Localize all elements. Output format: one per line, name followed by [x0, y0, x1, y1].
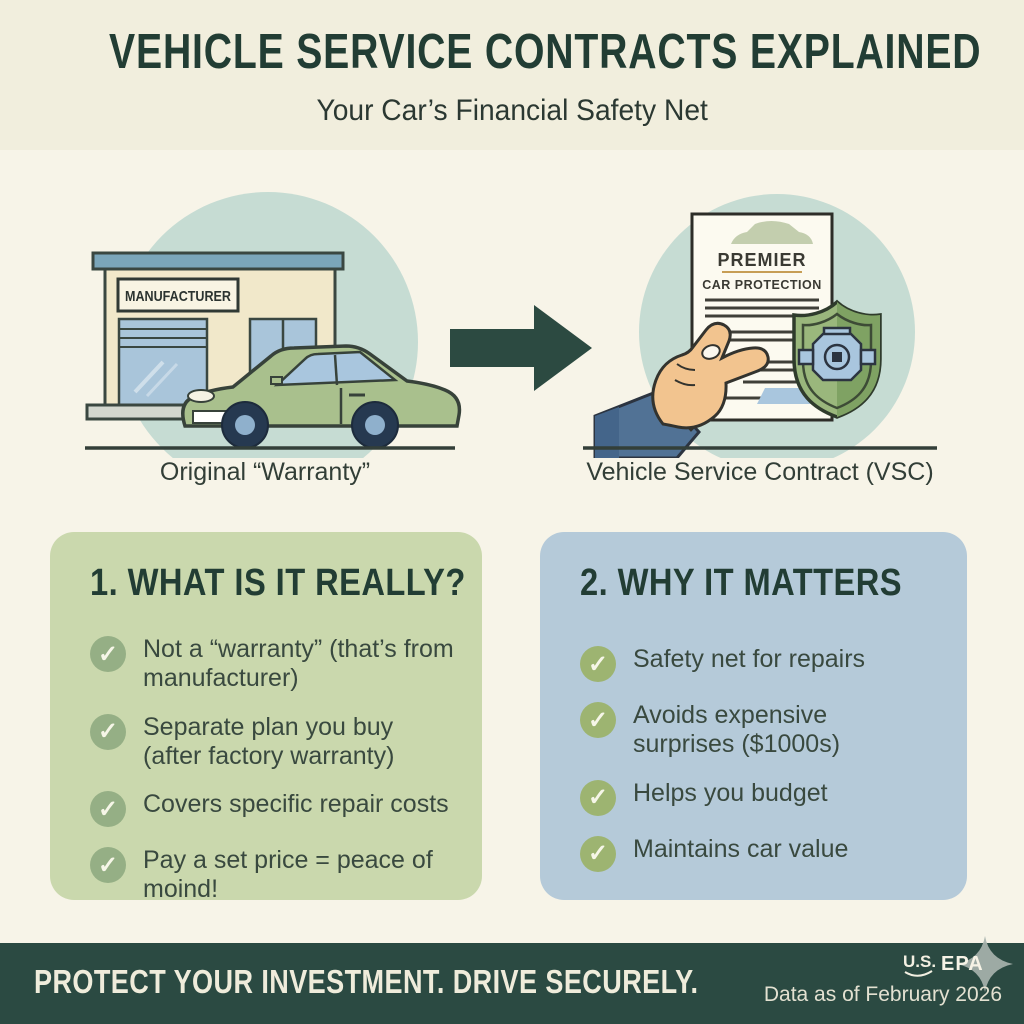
- manufacturer-sign: [116, 277, 240, 313]
- contract-document-icon: PREMIER CAR PROTECTION: [690, 212, 840, 422]
- manufacturer-sign-label: MANUFACTURER: [125, 288, 231, 305]
- panel-what-is-it: 1. WHAT IS IT REALLY? ✓ Not a “warranty”…: [50, 532, 482, 903]
- list-item-text: Avoids expensive surprises ($1000s): [633, 701, 841, 759]
- shield-engine-icon: [792, 299, 882, 419]
- list-item: ✓ Separate plan you buy (after factory w…: [90, 713, 454, 772]
- panel-2-list: ✓ Safety net for repairs ✓ Avoids expens…: [580, 645, 939, 872]
- list-item-text: Maintains car value: [633, 834, 849, 863]
- hand-icon: [593, 321, 770, 460]
- document-subtitle: CAR PROTECTION: [702, 278, 822, 292]
- epa-logo: U.S. EPA: [893, 934, 1019, 1001]
- document-title: PREMIER: [717, 250, 806, 270]
- epa-logo-epa-text: EPA: [941, 953, 984, 975]
- list-item-text: Pay a set price = peace of moind!: [143, 846, 433, 904]
- header: [0, 0, 1024, 150]
- check-icon: ✓: [580, 702, 616, 738]
- data-note: Data as of February 2026: [763, 983, 1002, 1006]
- before-caption: Original “Warranty”: [159, 458, 371, 486]
- vsc-contract-illustration: PREMIER CAR PROTECTION: [565, 192, 985, 470]
- page-title: VEHICLE SERVICE CONTRACTS EXPLAINED: [109, 25, 982, 79]
- panel-why-it-matters: 2. WHY IT MATTERS ✓ Safety net for repai…: [540, 532, 967, 900]
- list-item: ✓ Helps you budget: [580, 779, 939, 816]
- list-item: ✓ Not a “warranty” (that’s from manufact…: [90, 635, 454, 694]
- check-icon: ✓: [580, 779, 616, 816]
- check-icon: ✓: [90, 713, 126, 750]
- after-caption: Vehicle Service Contract (VSC): [586, 458, 934, 486]
- check-icon: ✓: [580, 835, 616, 872]
- list-item-text: Helps you budget: [633, 778, 828, 807]
- list-item: ✓ Avoids expensive surprises ($1000s): [580, 701, 939, 760]
- check-icon: ✓: [90, 847, 126, 883]
- arrow-right-icon: [448, 302, 596, 399]
- list-item: ✓ Covers specific repair costs: [90, 790, 454, 827]
- manufacturer-warranty-illustration: MANUFACTURER: [35, 192, 495, 492]
- list-item-text: Separate plan you buy (after factory war…: [143, 712, 395, 770]
- panel-2-title: 2. WHY IT MATTERS: [580, 562, 903, 604]
- list-item-text: Safety net for repairs: [633, 645, 866, 673]
- check-icon: ✓: [90, 636, 126, 672]
- footer-tagline: PROTECT YOUR INVESTMENT. DRIVE SECURELY.: [34, 963, 699, 1000]
- list-item-text: Covers specific repair costs: [143, 790, 449, 818]
- check-icon: ✓: [580, 646, 616, 682]
- car-silhouette-icon: [731, 221, 813, 244]
- check-icon: ✓: [90, 791, 126, 827]
- panel-1-title: 1. WHAT IS IT REALLY?: [90, 562, 466, 604]
- list-item: ✓ Maintains car value: [580, 835, 939, 872]
- footer: [0, 943, 1024, 1024]
- sparkle-star-icon: [957, 936, 1013, 992]
- list-item-text: Not a “warranty” (that’s from manufactur…: [143, 635, 454, 693]
- green-car-icon: [181, 344, 462, 449]
- epa-logo-us-text: U.S.: [903, 952, 936, 971]
- page-subtitle: Your Car’s Financial Safety Net: [316, 94, 708, 127]
- epa-logo-swoosh: [904, 970, 933, 977]
- list-item: ✓ Pay a set price = peace of moind!: [90, 846, 454, 905]
- list-item: ✓ Safety net for repairs: [580, 645, 939, 682]
- panel-1-list: ✓ Not a “warranty” (that’s from manufact…: [90, 635, 454, 905]
